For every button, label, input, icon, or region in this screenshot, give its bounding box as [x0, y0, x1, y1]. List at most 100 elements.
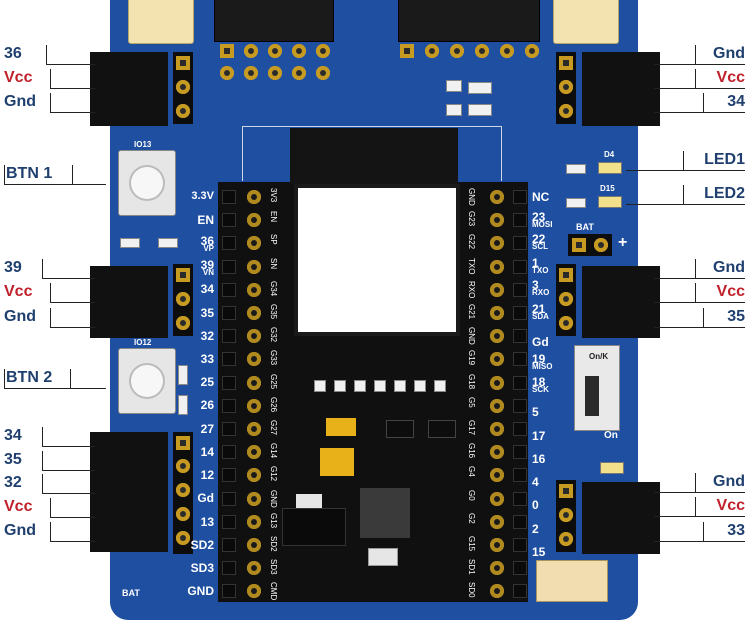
socket-hole [222, 584, 236, 599]
board-pin-label-left: VN [202, 268, 214, 277]
socket-left-column [219, 186, 239, 606]
module-pin [247, 584, 261, 599]
board-pin-label-right: Gd [532, 335, 549, 349]
callout-tick [695, 45, 696, 65]
connector-left-2 [90, 266, 168, 338]
top-right-pin-row [400, 40, 540, 62]
module-pin [247, 213, 261, 228]
callout-left-label: 35 [4, 451, 22, 468]
callout-line [654, 64, 745, 65]
callout-left-label: Vcc [4, 498, 33, 515]
silk-io12: IO12 [134, 338, 152, 347]
esp32-chip-can [294, 184, 460, 336]
module-pin [247, 329, 261, 344]
callout-left-label: Vcc [4, 283, 33, 300]
socket-hole [222, 375, 236, 390]
module-pin [490, 538, 504, 552]
socket-hole [513, 306, 527, 320]
callout-line [654, 327, 745, 328]
callout-line [654, 112, 745, 113]
board-pin-label-left: 12 [200, 468, 214, 482]
connector-left-3 [90, 432, 168, 552]
module-pin [247, 375, 261, 390]
silk-io13: IO13 [134, 140, 152, 149]
socket-hole [513, 538, 527, 552]
callout-tick [42, 259, 43, 279]
callout-right-label: Gnd [713, 473, 745, 490]
socket-hole [513, 398, 527, 413]
board-pin-label-right: 16 [532, 452, 546, 466]
module-pin-label: G16 [467, 443, 476, 459]
button-2[interactable] [118, 348, 176, 414]
board-pin-label-left: 25 [200, 375, 214, 389]
silk-bat-top: BAT [576, 222, 594, 232]
board-pin-label-left: 36 [200, 234, 214, 248]
socket-hole [222, 422, 236, 436]
socket-hole [222, 236, 236, 251]
socket-hole [513, 352, 527, 367]
callout-left-label: Gnd [4, 93, 36, 110]
board-pin-label-right: MOSI [532, 220, 553, 229]
callout-line [626, 204, 745, 205]
callout-line [50, 517, 95, 518]
callout-line [50, 302, 95, 303]
connector-right-1 [582, 52, 660, 126]
board-pin-label-right: RXO [532, 288, 550, 297]
socket-hole [222, 213, 236, 228]
header-top-left [214, 0, 334, 42]
board-pin-label-left: EN [197, 213, 214, 227]
module-pin-label: GND [269, 489, 278, 508]
slide-switch-knob [585, 376, 599, 416]
callout-left-label: BTN 2 [6, 369, 53, 386]
module-pin [247, 352, 261, 367]
silk-switch-on: On [604, 430, 618, 441]
connector-right-3 [582, 482, 660, 554]
board-pin-label-right: 21 [532, 302, 546, 316]
callout-right-label: 35 [727, 308, 745, 325]
module-pin-label: G26 [269, 396, 278, 412]
callout-line [50, 88, 95, 89]
callout-left-label: BTN 1 [6, 165, 53, 182]
board-pin-label-right: 23 [532, 210, 546, 224]
board-pin-label-left: 32 [200, 329, 214, 343]
callout-left-label: 34 [4, 427, 22, 444]
module-pin-label: G25 [269, 373, 278, 389]
socket-hole [513, 491, 527, 506]
module-pin-label: TXO [467, 257, 476, 275]
callout-right-label: Vcc [716, 497, 745, 514]
module-pin [490, 491, 504, 506]
socket-hole [513, 422, 527, 436]
module-pin-label: GND [467, 327, 476, 345]
module-pin-label: SP [269, 234, 278, 246]
board-pin-label-left: GND [187, 584, 214, 598]
module-pin-label: GND [467, 188, 476, 206]
module-pin [247, 398, 261, 413]
module-pin [247, 190, 261, 204]
callout-tick [72, 165, 73, 185]
board-pin-label-right: 22 [532, 232, 546, 246]
board-pin-label-right: SCL [532, 242, 548, 251]
module-pin [247, 468, 261, 483]
voltage-regulator [282, 508, 346, 546]
callout-line [50, 112, 95, 113]
slide-switch[interactable]: On/K [574, 345, 620, 431]
socket-hole [222, 282, 236, 297]
jst-connector-top-left [128, 0, 194, 44]
right-header-1-pins [556, 52, 576, 124]
socket-hole [222, 329, 236, 344]
callout-tick [50, 283, 51, 303]
callout-tick [703, 522, 704, 542]
module-pin [247, 445, 261, 460]
callout-line [654, 88, 745, 89]
callout-line [42, 446, 95, 447]
usb-uart-chip [360, 488, 410, 538]
button-1[interactable] [118, 150, 176, 216]
header-top-right [398, 0, 540, 42]
connector-right-2 [582, 266, 660, 338]
resistor-smd [158, 238, 178, 248]
resistor-smd [178, 395, 188, 415]
module-pin [247, 306, 261, 320]
callout-left-label: Gnd [4, 522, 36, 539]
callout-left-label: 39 [4, 259, 22, 276]
socket-hole [222, 491, 236, 506]
